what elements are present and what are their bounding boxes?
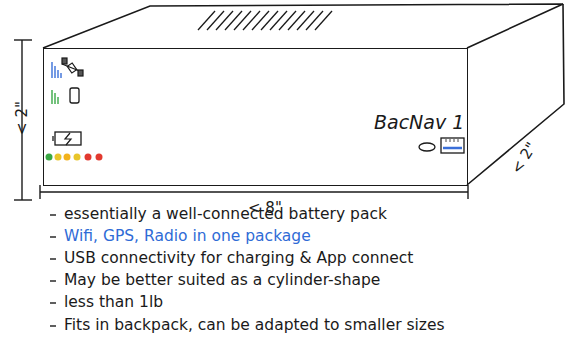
satellite-icon (62, 58, 83, 76)
status-lights (46, 154, 103, 161)
bullet-note: essentially a well-connected battery pac… (64, 205, 387, 223)
bullet-dashes (50, 215, 56, 326)
top-hatching (198, 11, 332, 30)
bullet-note: May be better suited as a cylinder-shape (64, 271, 380, 289)
bullet-note: Wifi, GPS, Radio in one package (64, 227, 311, 245)
bullet-note: less than 1lb (64, 293, 163, 311)
device-name: BacNav 1 (374, 111, 464, 133)
battery-icon (53, 132, 81, 145)
bullet-note: Fits in backpack, can be adapted to smal… (64, 316, 445, 334)
bullet-note: USB connectivity for charging & App conn… (64, 249, 413, 267)
signal-bars-blue (52, 62, 61, 78)
box-side-face (467, 4, 564, 185)
length-dimension (40, 185, 468, 199)
device-box: BacNav 1 (43, 48, 468, 186)
signal-bars-green (52, 90, 58, 104)
height-dimension-label: < 2" (13, 101, 31, 135)
box-top-face (43, 4, 563, 48)
charge-meter (441, 138, 464, 153)
phone-icon (70, 88, 79, 103)
depth-dimension-label: < 2" (507, 139, 540, 177)
usb-port (419, 143, 435, 151)
